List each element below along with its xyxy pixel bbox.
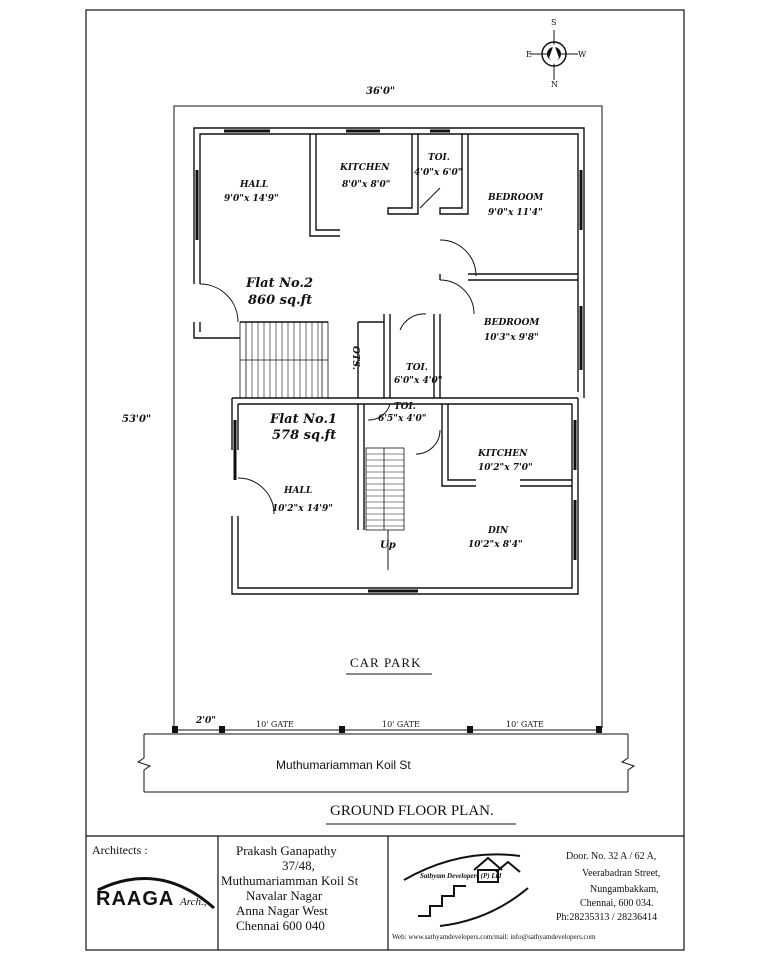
room-name: KITCHEN — [340, 163, 390, 173]
room-name: BEDROOM — [488, 193, 544, 203]
windows — [195, 129, 583, 593]
room-name: TOI. — [406, 363, 428, 373]
room-size: 8'0"x 8'0" — [342, 180, 391, 190]
developer-address-line: Veerabadran Street, — [582, 868, 661, 879]
developer-address-line: Nungambakkam, — [590, 884, 659, 895]
sheet-border — [85, 9, 685, 951]
room-size: 4'0"x 6'0" — [414, 168, 463, 178]
door-swings — [199, 187, 477, 515]
plot-boundary — [173, 105, 603, 728]
width-dimension: 36'0" — [366, 86, 396, 97]
compass-w-label: W — [578, 50, 587, 59]
room-size: 10'2"x 8'4" — [468, 540, 523, 550]
room-size: 9'0"x 14'9" — [224, 194, 279, 204]
room-name: TOI. — [428, 153, 450, 163]
street-outline — [136, 733, 636, 793]
stair-up-label: Up — [380, 540, 396, 551]
flat1-title: Flat No.1 — [270, 412, 338, 427]
depth-dimension: 53'0" — [122, 414, 152, 425]
architects-label: Architects : — [92, 843, 148, 857]
room-name: DIN — [488, 526, 509, 536]
client-address-line: 37/48, — [282, 858, 315, 873]
room-size: 10'2"x 14'9" — [272, 504, 333, 514]
compass-icon — [530, 30, 578, 80]
room-size: 6'0"x 4'0" — [394, 376, 443, 386]
developer-address-line: Chennai, 600 034. — [580, 898, 654, 909]
gate-label: 10' GATE — [382, 720, 420, 729]
client-address-line: Navalar Nagar — [246, 888, 323, 903]
car-park-label: CAR PARK — [350, 655, 422, 670]
compass-n-label: N — [551, 80, 558, 89]
plan-title: GROUND FLOOR PLAN. — [330, 803, 494, 819]
compass-e-label: E — [526, 50, 532, 59]
room-name: TOI. — [394, 402, 416, 412]
room-size: 6'5"x 4'0" — [378, 414, 427, 424]
raaga-logo-swoosh-icon — [97, 877, 215, 910]
developer-logo-text: Sathyam Developers (P) Ltd — [420, 872, 502, 880]
client-address-line: Anna Nagar West — [236, 903, 328, 918]
compass-s-label: S — [551, 18, 557, 27]
street-name: Muthumariamman Koil St — [276, 758, 411, 772]
gate-line — [172, 726, 602, 733]
client-address-line: Muthumariamman Koil St — [221, 873, 359, 888]
raaga-logo-sub: Arch., — [180, 896, 207, 908]
gate-label: 10' GATE — [506, 720, 544, 729]
building-walls — [193, 127, 585, 595]
sathyam-logo-icon — [403, 853, 529, 927]
raaga-logo-text: RAAGA — [96, 888, 175, 910]
room-name: HALL — [284, 486, 313, 496]
room-size: 10'3"x 9'8" — [484, 333, 539, 343]
flat1-area: 578 sq.ft — [272, 428, 337, 443]
client-address-line: Chennai 600 040 — [236, 918, 325, 933]
gate-offset-label: 2'0" — [196, 716, 216, 726]
room-size: 9'0"x 11'4" — [488, 208, 543, 218]
room-name: HALL — [240, 180, 269, 190]
staircase-flat1 — [365, 447, 405, 531]
staircase-flat2 — [239, 321, 329, 399]
developer-web: Web: www.sathyamdevelopers.com/mail: inf… — [392, 933, 596, 941]
developer-phone: Ph:28235313 / 28236414 — [556, 912, 658, 923]
gate-label: 10' GATE — [256, 720, 294, 729]
room-size: 10'2"x 7'0" — [478, 463, 533, 473]
developer-address-line: Door. No. 32 A / 62 A, — [566, 851, 657, 862]
room-name: KITCHEN — [478, 449, 528, 459]
ots-label: OTS. — [350, 346, 360, 370]
flat2-area: 860 sq.ft — [248, 293, 313, 308]
flat2-title: Flat No.2 — [246, 276, 314, 291]
room-name: BEDROOM — [484, 318, 540, 328]
client-name: Prakash Ganapathy — [236, 843, 337, 858]
